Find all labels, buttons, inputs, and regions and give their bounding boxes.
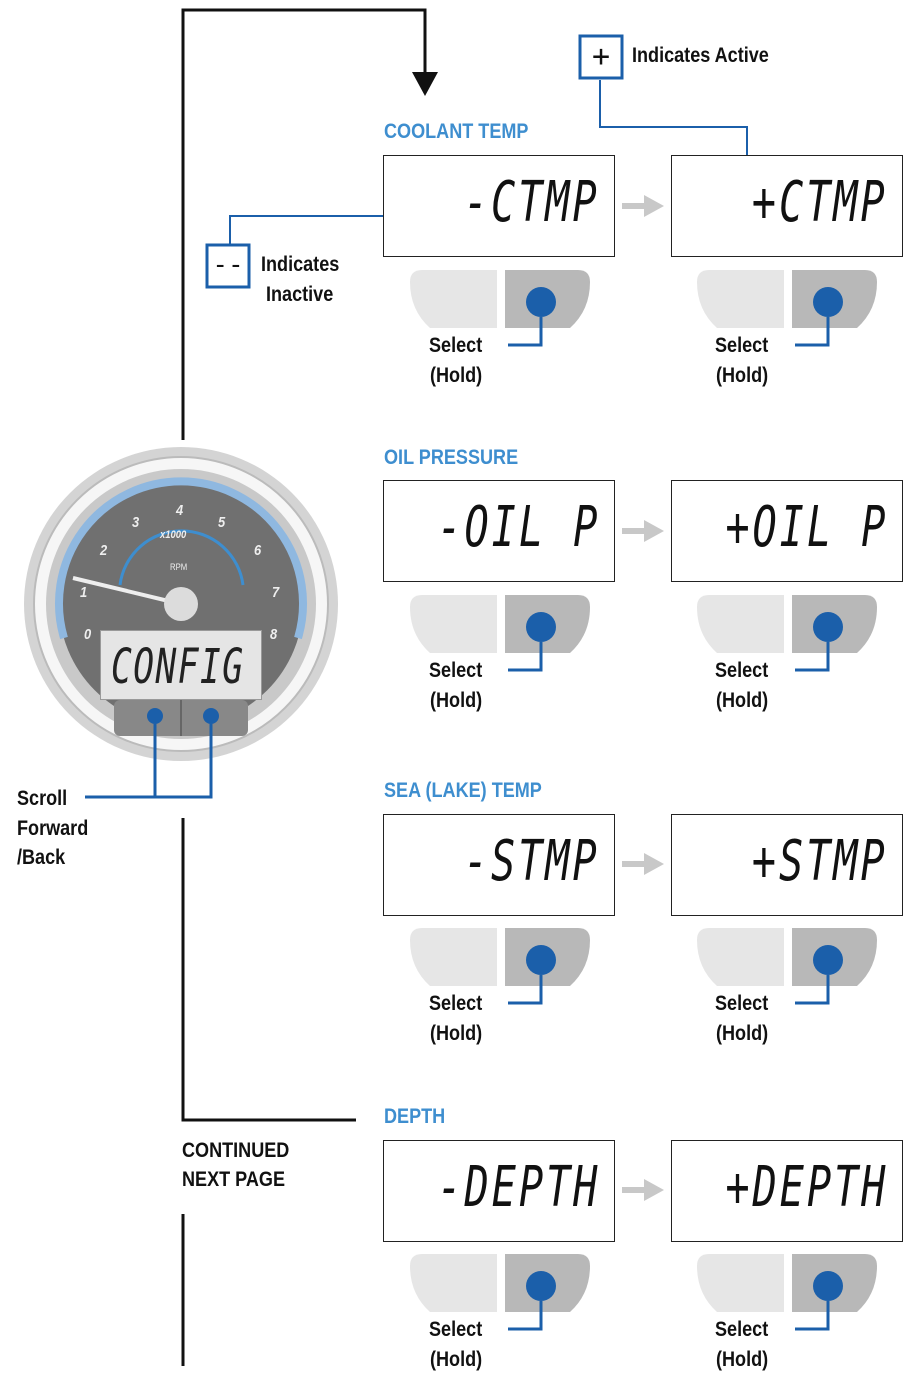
gray-arrow-2 bbox=[622, 520, 664, 542]
gauge-needle bbox=[72, 576, 182, 606]
gray-arrow-4 bbox=[622, 1179, 664, 1201]
buttons-row3-right bbox=[697, 928, 877, 1005]
gray-arrows bbox=[622, 195, 664, 1201]
hold-label: (Hold) bbox=[430, 364, 483, 387]
section-title-oil: OIL PRESSURE bbox=[384, 446, 519, 469]
gauge-lcd-text: CONFIG bbox=[111, 639, 245, 695]
lcd-sea-active: +STMP bbox=[671, 814, 903, 916]
hold-label: (Hold) bbox=[430, 689, 483, 712]
continued-label-2: NEXT PAGE bbox=[182, 1168, 286, 1191]
button-pairs bbox=[410, 270, 877, 1331]
select-label: Select bbox=[715, 334, 769, 357]
select-label: Select bbox=[715, 659, 769, 682]
section-title-depth: DEPTH bbox=[384, 1105, 446, 1128]
hold-label: (Hold) bbox=[716, 689, 769, 712]
tick-label: 0 bbox=[84, 626, 92, 643]
tick-label: 1 bbox=[80, 584, 88, 601]
flow-arrow-down bbox=[412, 72, 438, 96]
tick-label: 7 bbox=[272, 584, 280, 601]
tick-label: 5 bbox=[218, 514, 226, 531]
lcd-depth-active: +DEPTH bbox=[671, 1140, 903, 1242]
select-label: Select bbox=[429, 659, 483, 682]
flow-line-depth bbox=[181, 818, 356, 1122]
lcd-text: +DEPTH bbox=[725, 1155, 888, 1220]
section-title-coolant: COOLANT TEMP bbox=[384, 120, 529, 143]
continued-label-1: CONTINUED bbox=[182, 1139, 290, 1162]
gray-arrow-1 bbox=[622, 195, 664, 217]
lcd-oil-inactive: -OIL P bbox=[383, 480, 615, 582]
active-legend-label: Indicates Active bbox=[632, 44, 769, 67]
buttons-row3-left bbox=[410, 928, 590, 1005]
scroll-label-2: Forward bbox=[17, 817, 89, 840]
lcd-coolant-inactive: -CTMP bbox=[383, 155, 615, 257]
select-label: Select bbox=[429, 992, 483, 1015]
scroll-label-1: Scroll bbox=[17, 787, 68, 810]
gauge-rpm-label: RPM bbox=[170, 562, 188, 572]
select-label: Select bbox=[715, 1318, 769, 1341]
buttons-row2-left bbox=[410, 595, 590, 672]
gauge-unit: x1000 bbox=[160, 529, 187, 541]
gauge-lcd-display: CONFIG bbox=[100, 630, 262, 700]
lcd-coolant-active: +CTMP bbox=[671, 155, 903, 257]
inactive-symbol-icon: -- bbox=[212, 250, 243, 280]
select-label: Select bbox=[429, 1318, 483, 1341]
lcd-text: -CTMP bbox=[464, 170, 600, 235]
inactive-legend-connector bbox=[229, 215, 440, 247]
lcd-text: -STMP bbox=[464, 829, 600, 894]
tick-label: 8 bbox=[270, 626, 278, 643]
hold-label: (Hold) bbox=[430, 1022, 483, 1045]
scroll-label-3: /Back bbox=[17, 846, 66, 869]
tick-label: 6 bbox=[254, 542, 262, 559]
tick-label: 3 bbox=[132, 514, 140, 531]
hold-label: (Hold) bbox=[430, 1348, 483, 1371]
select-label: Select bbox=[715, 992, 769, 1015]
buttons-row1-left bbox=[410, 270, 590, 347]
flow-line-top bbox=[181, 8, 427, 440]
active-symbol-box bbox=[578, 34, 624, 80]
buttons-row2-right bbox=[697, 595, 877, 672]
section-title-sea: SEA (LAKE) TEMP bbox=[384, 779, 542, 802]
buttons-row1-right bbox=[697, 270, 877, 347]
lcd-text: -OIL P bbox=[437, 495, 600, 560]
buttons-row4-left bbox=[410, 1254, 590, 1331]
lcd-text: +OIL P bbox=[725, 495, 888, 560]
lcd-text: +STMP bbox=[752, 829, 888, 894]
buttons-row4-right bbox=[697, 1254, 877, 1331]
inactive-legend-label-1: Indicates bbox=[261, 253, 340, 276]
tick-label: 2 bbox=[100, 542, 108, 559]
gray-arrow-3 bbox=[622, 853, 664, 875]
inactive-legend-label-2: Inactive bbox=[266, 283, 334, 306]
lcd-text: +CTMP bbox=[752, 170, 888, 235]
lcd-depth-inactive: -DEPTH bbox=[383, 1140, 615, 1242]
lcd-text: -DEPTH bbox=[437, 1155, 600, 1220]
hold-label: (Hold) bbox=[716, 1348, 769, 1371]
lcd-oil-active: +OIL P bbox=[671, 480, 903, 582]
inactive-symbol-box bbox=[205, 243, 251, 289]
tick-label: 4 bbox=[176, 502, 184, 519]
hold-label: (Hold) bbox=[716, 364, 769, 387]
lcd-sea-inactive: -STMP bbox=[383, 814, 615, 916]
active-symbol-icon: + bbox=[592, 39, 610, 74]
select-label: Select bbox=[429, 334, 483, 357]
hold-label: (Hold) bbox=[716, 1022, 769, 1045]
